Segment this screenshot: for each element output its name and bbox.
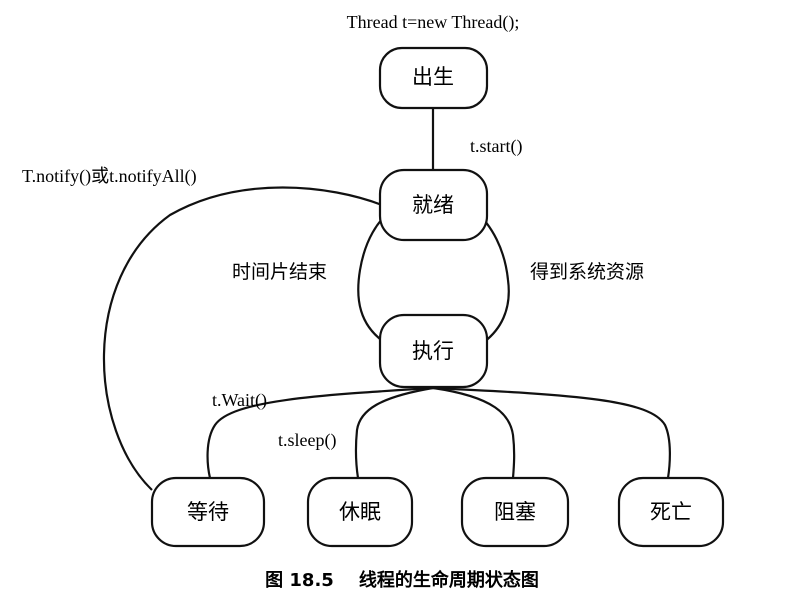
- node-running: 执行: [378, 313, 489, 389]
- edge-label-notify: T.notify()或t.notifyAll(): [22, 166, 197, 187]
- edge-label-sleep: t.sleep(): [278, 430, 336, 451]
- edge-running-blocked: [432, 386, 516, 479]
- node-sleeping: 休眠: [306, 476, 414, 548]
- code-label: Thread t=new Thread();: [347, 12, 520, 33]
- node-dead: 死亡: [617, 476, 725, 548]
- edge-label-start: t.start(): [470, 136, 522, 157]
- edge-label-get-resources: 得到系统资源: [530, 261, 644, 283]
- edge-running-waiting: [206, 386, 434, 479]
- edge-waiting-ready-notify: [102, 186, 383, 491]
- edge-running-ready-timeslice: [357, 209, 393, 343]
- edge-ready-running-resources: [473, 209, 510, 343]
- node-waiting: 等待: [150, 476, 266, 548]
- edge-running-dead: [432, 386, 671, 479]
- node-ready: 就绪: [378, 168, 489, 242]
- node-born: 出生: [378, 46, 489, 110]
- edge-label-time-slice-end: 时间片结束: [232, 261, 327, 283]
- node-born-label: 出生: [412, 65, 454, 89]
- edge-running-sleeping: [354, 386, 434, 479]
- node-ready-label: 就绪: [412, 193, 454, 217]
- figure-caption: 图 18.5 线程的生命周期状态图: [265, 569, 539, 591]
- node-waiting-label: 等待: [187, 500, 229, 524]
- node-blocked-label: 阻塞: [494, 500, 536, 524]
- node-sleeping-label: 休眠: [339, 500, 381, 524]
- node-running-label: 执行: [412, 339, 454, 363]
- node-dead-label: 死亡: [650, 500, 692, 524]
- node-blocked: 阻塞: [460, 476, 570, 548]
- edge-label-wait: t.Wait(): [212, 390, 267, 411]
